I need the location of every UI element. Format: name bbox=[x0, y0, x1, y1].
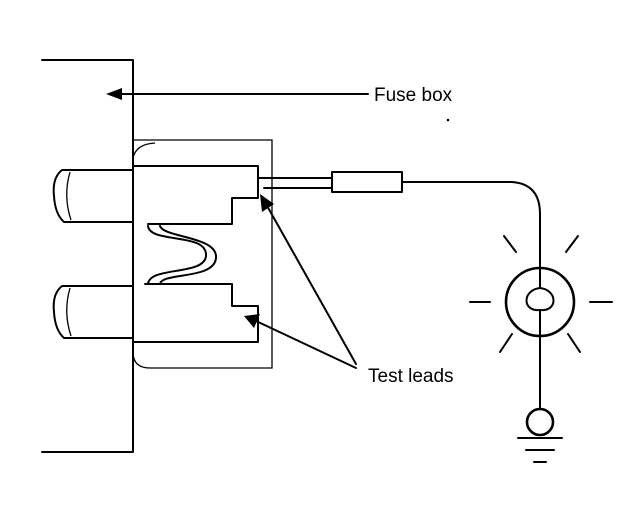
fuse-box-panel bbox=[41, 59, 134, 453]
fuse-element bbox=[147, 225, 218, 285]
test-leads-leader-lower bbox=[253, 319, 357, 369]
arrow-icon bbox=[244, 314, 260, 328]
arrow-icon bbox=[106, 88, 122, 100]
ground-wire bbox=[525, 335, 555, 437]
fuse-blade-lower bbox=[52, 283, 259, 343]
ground-terminal bbox=[525, 407, 555, 437]
test-leads-leader-upper bbox=[265, 203, 357, 365]
arrow-icon bbox=[260, 194, 274, 212]
test-probe bbox=[257, 171, 541, 271]
test-leads-callout: Test leads bbox=[244, 194, 454, 387]
test-leads-label: Test leads bbox=[368, 366, 454, 387]
fuse-housing bbox=[132, 139, 273, 369]
ground-icon bbox=[517, 437, 563, 463]
fuse-box-label: Fuse box bbox=[374, 85, 453, 106]
probe-handle bbox=[331, 171, 403, 193]
fuse-blade-upper bbox=[52, 165, 259, 225]
fuse-box-callout: Fuse box bbox=[106, 85, 453, 122]
speck bbox=[446, 118, 450, 122]
